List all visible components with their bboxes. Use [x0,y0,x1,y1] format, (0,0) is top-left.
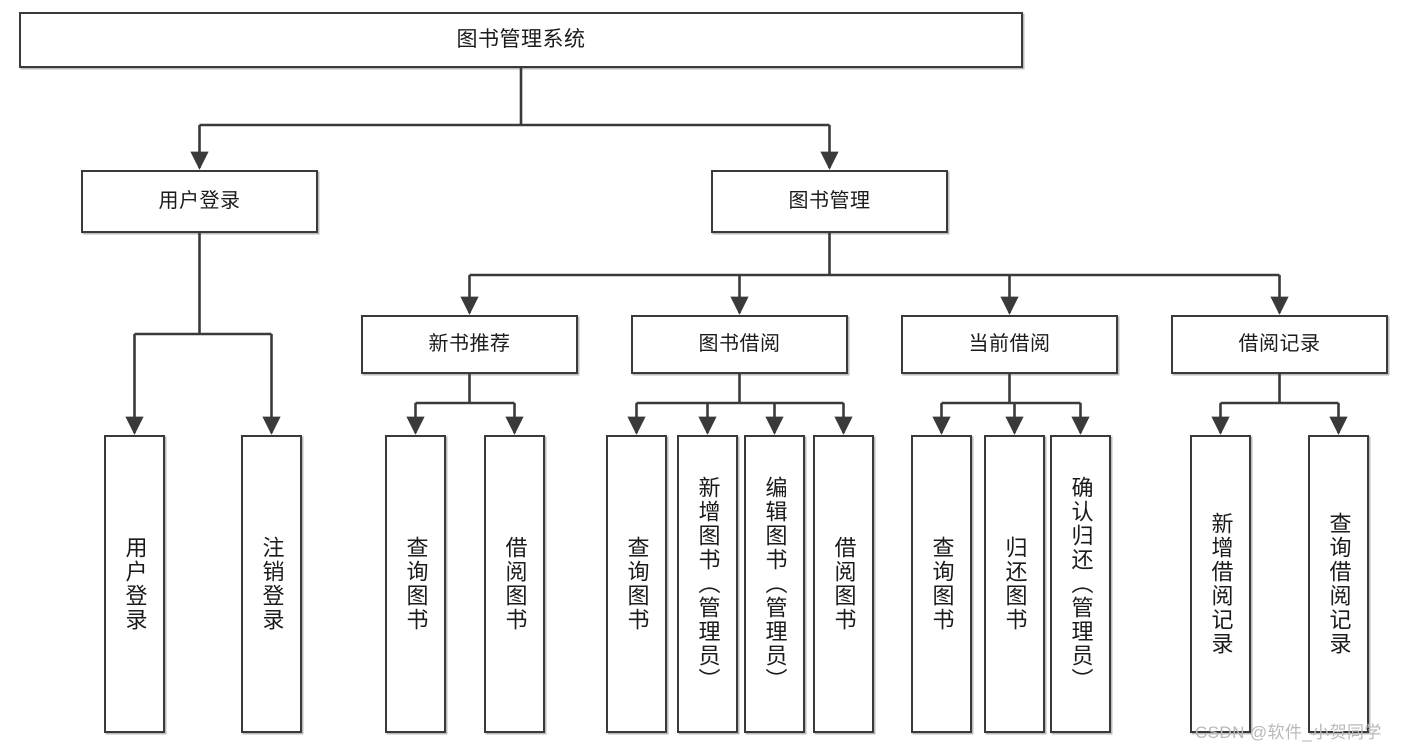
node-label: 注销登录 [259,536,285,632]
node-label: 查询图书 [403,536,429,632]
node-label: 编辑图书（管理员） [762,476,788,692]
node-leaf-logout[interactable]: 注销登录 [241,435,302,733]
node-label: 图书借阅 [698,333,781,356]
node-leaf-query-book-bb[interactable]: 查询图书 [606,435,667,733]
node-leaf-add-book[interactable]: 新增图书（管理员） [677,435,738,733]
leaf-label-wrap: 查询图书 [913,437,970,731]
node-label: 新增借阅记录 [1208,512,1234,656]
leaf-label-wrap: 注销登录 [243,437,300,731]
leaf-label-wrap: 用户登录 [106,437,163,731]
node-borrow-record[interactable]: 借阅记录 [1171,315,1388,374]
node-label: 查询图书 [929,536,955,632]
node-label: 用户登录 [122,536,148,632]
node-book-manage[interactable]: 图书管理 [711,170,948,233]
node-label: 确认归还（管理员） [1068,476,1094,692]
node-label: 查询图书 [624,536,650,632]
node-label: 借阅图书 [502,536,528,632]
node-leaf-borrow-book-rec[interactable]: 借阅图书 [484,435,545,733]
node-label: 图书管理系统 [456,28,586,52]
leaf-label-wrap: 查询借阅记录 [1310,437,1367,731]
leaf-label-wrap: 借阅图书 [815,437,872,731]
node-label: 图书管理 [788,190,871,213]
node-leaf-edit-book[interactable]: 编辑图书（管理员） [744,435,805,733]
node-book-borrow[interactable]: 图书借阅 [631,315,848,374]
leaf-label-wrap: 归还图书 [986,437,1043,731]
node-new-book-recommend[interactable]: 新书推荐 [361,315,578,374]
node-label: 查询借阅记录 [1326,512,1352,656]
node-leaf-query-book-cb[interactable]: 查询图书 [911,435,972,733]
node-leaf-user-login[interactable]: 用户登录 [104,435,165,733]
node-label: 借阅图书 [831,536,857,632]
leaf-label-wrap: 编辑图书（管理员） [746,437,803,731]
node-label: 归还图书 [1002,536,1028,632]
node-leaf-query-record[interactable]: 查询借阅记录 [1308,435,1369,733]
node-leaf-confirm-return[interactable]: 确认归还（管理员） [1050,435,1111,733]
node-leaf-borrow-book-bb[interactable]: 借阅图书 [813,435,874,733]
leaf-label-wrap: 查询图书 [387,437,444,731]
node-root[interactable]: 图书管理系统 [19,12,1023,68]
node-label: 新增图书（管理员） [695,476,721,692]
node-label: 用户登录 [158,190,241,213]
node-label: 借阅记录 [1238,333,1321,356]
node-leaf-query-book-rec[interactable]: 查询图书 [385,435,446,733]
node-current-borrow[interactable]: 当前借阅 [901,315,1118,374]
leaf-label-wrap: 新增借阅记录 [1192,437,1249,731]
node-label: 新书推荐 [428,333,511,356]
node-leaf-return-book[interactable]: 归还图书 [984,435,1045,733]
csdn-watermark: CSDN @软件_小贺同学 [1195,723,1382,742]
node-label: 当前借阅 [968,333,1051,356]
node-leaf-add-record[interactable]: 新增借阅记录 [1190,435,1251,733]
leaf-label-wrap: 确认归还（管理员） [1052,437,1109,731]
node-user-login[interactable]: 用户登录 [81,170,318,233]
leaf-label-wrap: 查询图书 [608,437,665,731]
leaf-label-wrap: 借阅图书 [486,437,543,731]
leaf-label-wrap: 新增图书（管理员） [679,437,736,731]
